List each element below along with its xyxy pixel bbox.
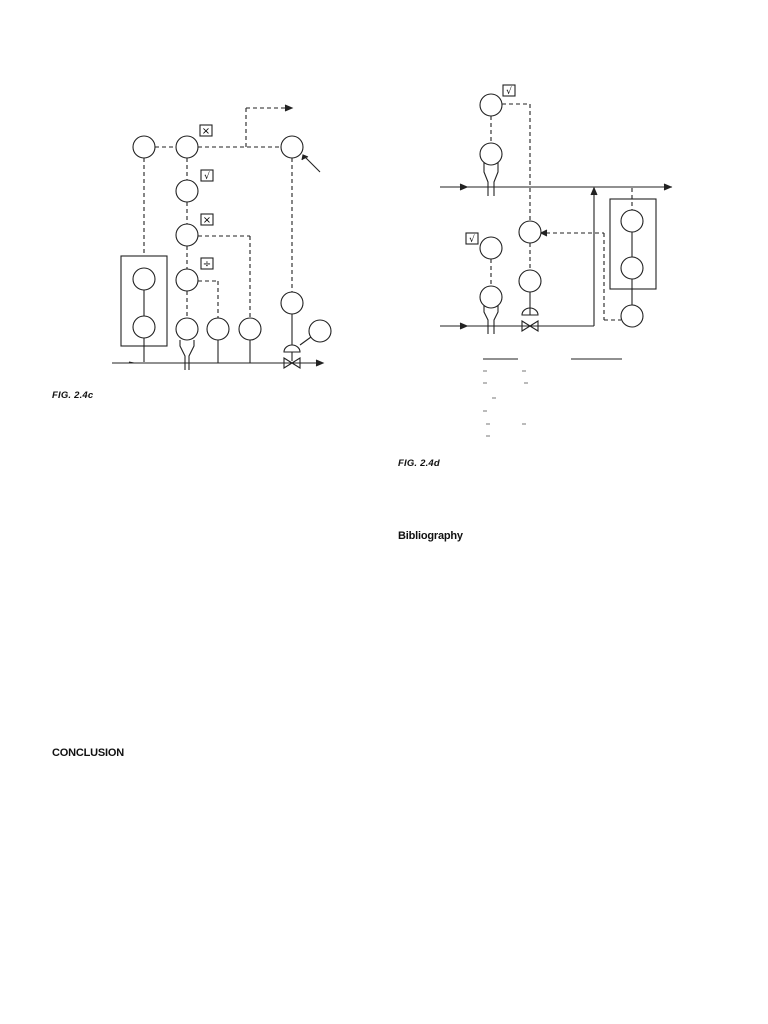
square-root-symbol: √ [469,234,475,245]
conclusion-heading: CONCLUSION [52,747,124,759]
divide-symbol: ÷ [203,259,211,270]
square-root-symbol: √ [506,86,512,97]
figure-caption-2-4c: FIG. 2.4c [52,390,94,401]
multiply-symbol: × [203,215,211,226]
bibliography-heading: Bibliography [398,530,463,542]
multiply-symbol: × [202,126,210,137]
square-root-symbol: √ [204,171,210,182]
figure-caption-2-4d: FIG. 2.4d [398,458,440,469]
